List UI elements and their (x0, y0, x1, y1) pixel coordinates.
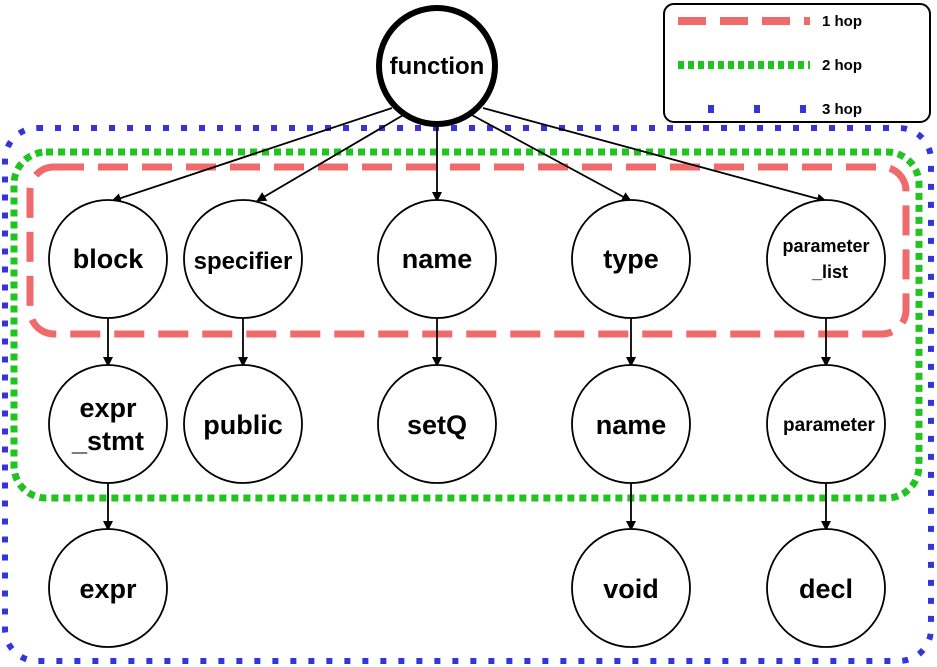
node-name-type-label: name (596, 410, 667, 440)
node-parameter-label: parameter (783, 415, 875, 436)
legend-3hop-label: 3 hop (822, 101, 862, 118)
legend-1hop-label: 1 hop (822, 13, 862, 30)
hop3-region (2, 125, 934, 664)
node-void: void (571, 528, 691, 648)
node-expr-stmt: expr _stmt (48, 364, 168, 484)
node-parameter-list-line1: parameter (782, 236, 869, 256)
node-setq-label: setQ (407, 410, 467, 440)
node-type-label: type (603, 244, 659, 274)
node-expr-stmt-line1: expr (79, 393, 137, 423)
node-function-label: function (390, 53, 485, 80)
node-name-top-label: name (402, 244, 473, 274)
node-setq: setQ (377, 364, 497, 484)
legend: 1 hop 2 hop 3 hop (663, 3, 931, 123)
node-void-label: void (603, 574, 659, 604)
node-parameter: parameter (766, 364, 886, 484)
node-decl: decl (766, 528, 886, 648)
legend-box (663, 3, 931, 123)
hop1-region (26, 163, 910, 338)
node-function: function (376, 5, 498, 127)
node-public-label: public (203, 410, 283, 440)
edge-root-parameter-list (482, 107, 827, 204)
node-decl-label: decl (799, 574, 853, 604)
node-name-type: name (571, 364, 691, 484)
node-parameter-list: parameter _list (766, 199, 886, 319)
node-block-label: block (73, 244, 145, 274)
node-specifier: specifier (183, 199, 303, 319)
edge-root-specifier (256, 113, 406, 202)
legend-2hop-label: 2 hop (822, 57, 862, 74)
node-specifier-label: specifier (194, 248, 293, 275)
node-expr: expr (48, 528, 168, 648)
edge-root-block (111, 107, 393, 203)
node-expr-stmt-line2: _stmt (71, 426, 144, 456)
node-public: public (183, 364, 303, 484)
node-expr-label: expr (79, 574, 137, 604)
node-block: block (48, 199, 168, 319)
hop2-region (10, 148, 923, 502)
node-parameter-list-line2: _list (811, 262, 848, 282)
node-name-top: name (377, 199, 497, 319)
edge-root-type (469, 113, 632, 202)
node-type: type (571, 199, 691, 319)
